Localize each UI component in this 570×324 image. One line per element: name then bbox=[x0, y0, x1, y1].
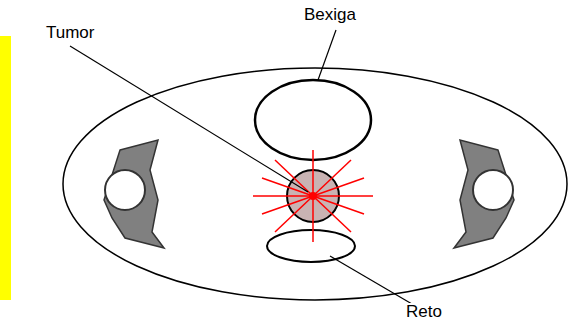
radiation-beams bbox=[253, 150, 373, 242]
left-femoral-head bbox=[105, 170, 145, 210]
bladder bbox=[255, 80, 371, 160]
left-pelvic-bone bbox=[104, 140, 164, 248]
part-label: Reto bbox=[404, 303, 444, 322]
part-label: Tumor bbox=[44, 24, 97, 43]
tumor-center bbox=[309, 192, 317, 200]
body-outline bbox=[63, 68, 567, 300]
rectum bbox=[267, 230, 355, 262]
right-femoral-head bbox=[473, 170, 513, 210]
part-label: Bexiga bbox=[302, 6, 358, 25]
leader-lines bbox=[70, 30, 412, 304]
side-bar bbox=[0, 36, 11, 300]
right-pelvic-bone bbox=[454, 140, 514, 248]
